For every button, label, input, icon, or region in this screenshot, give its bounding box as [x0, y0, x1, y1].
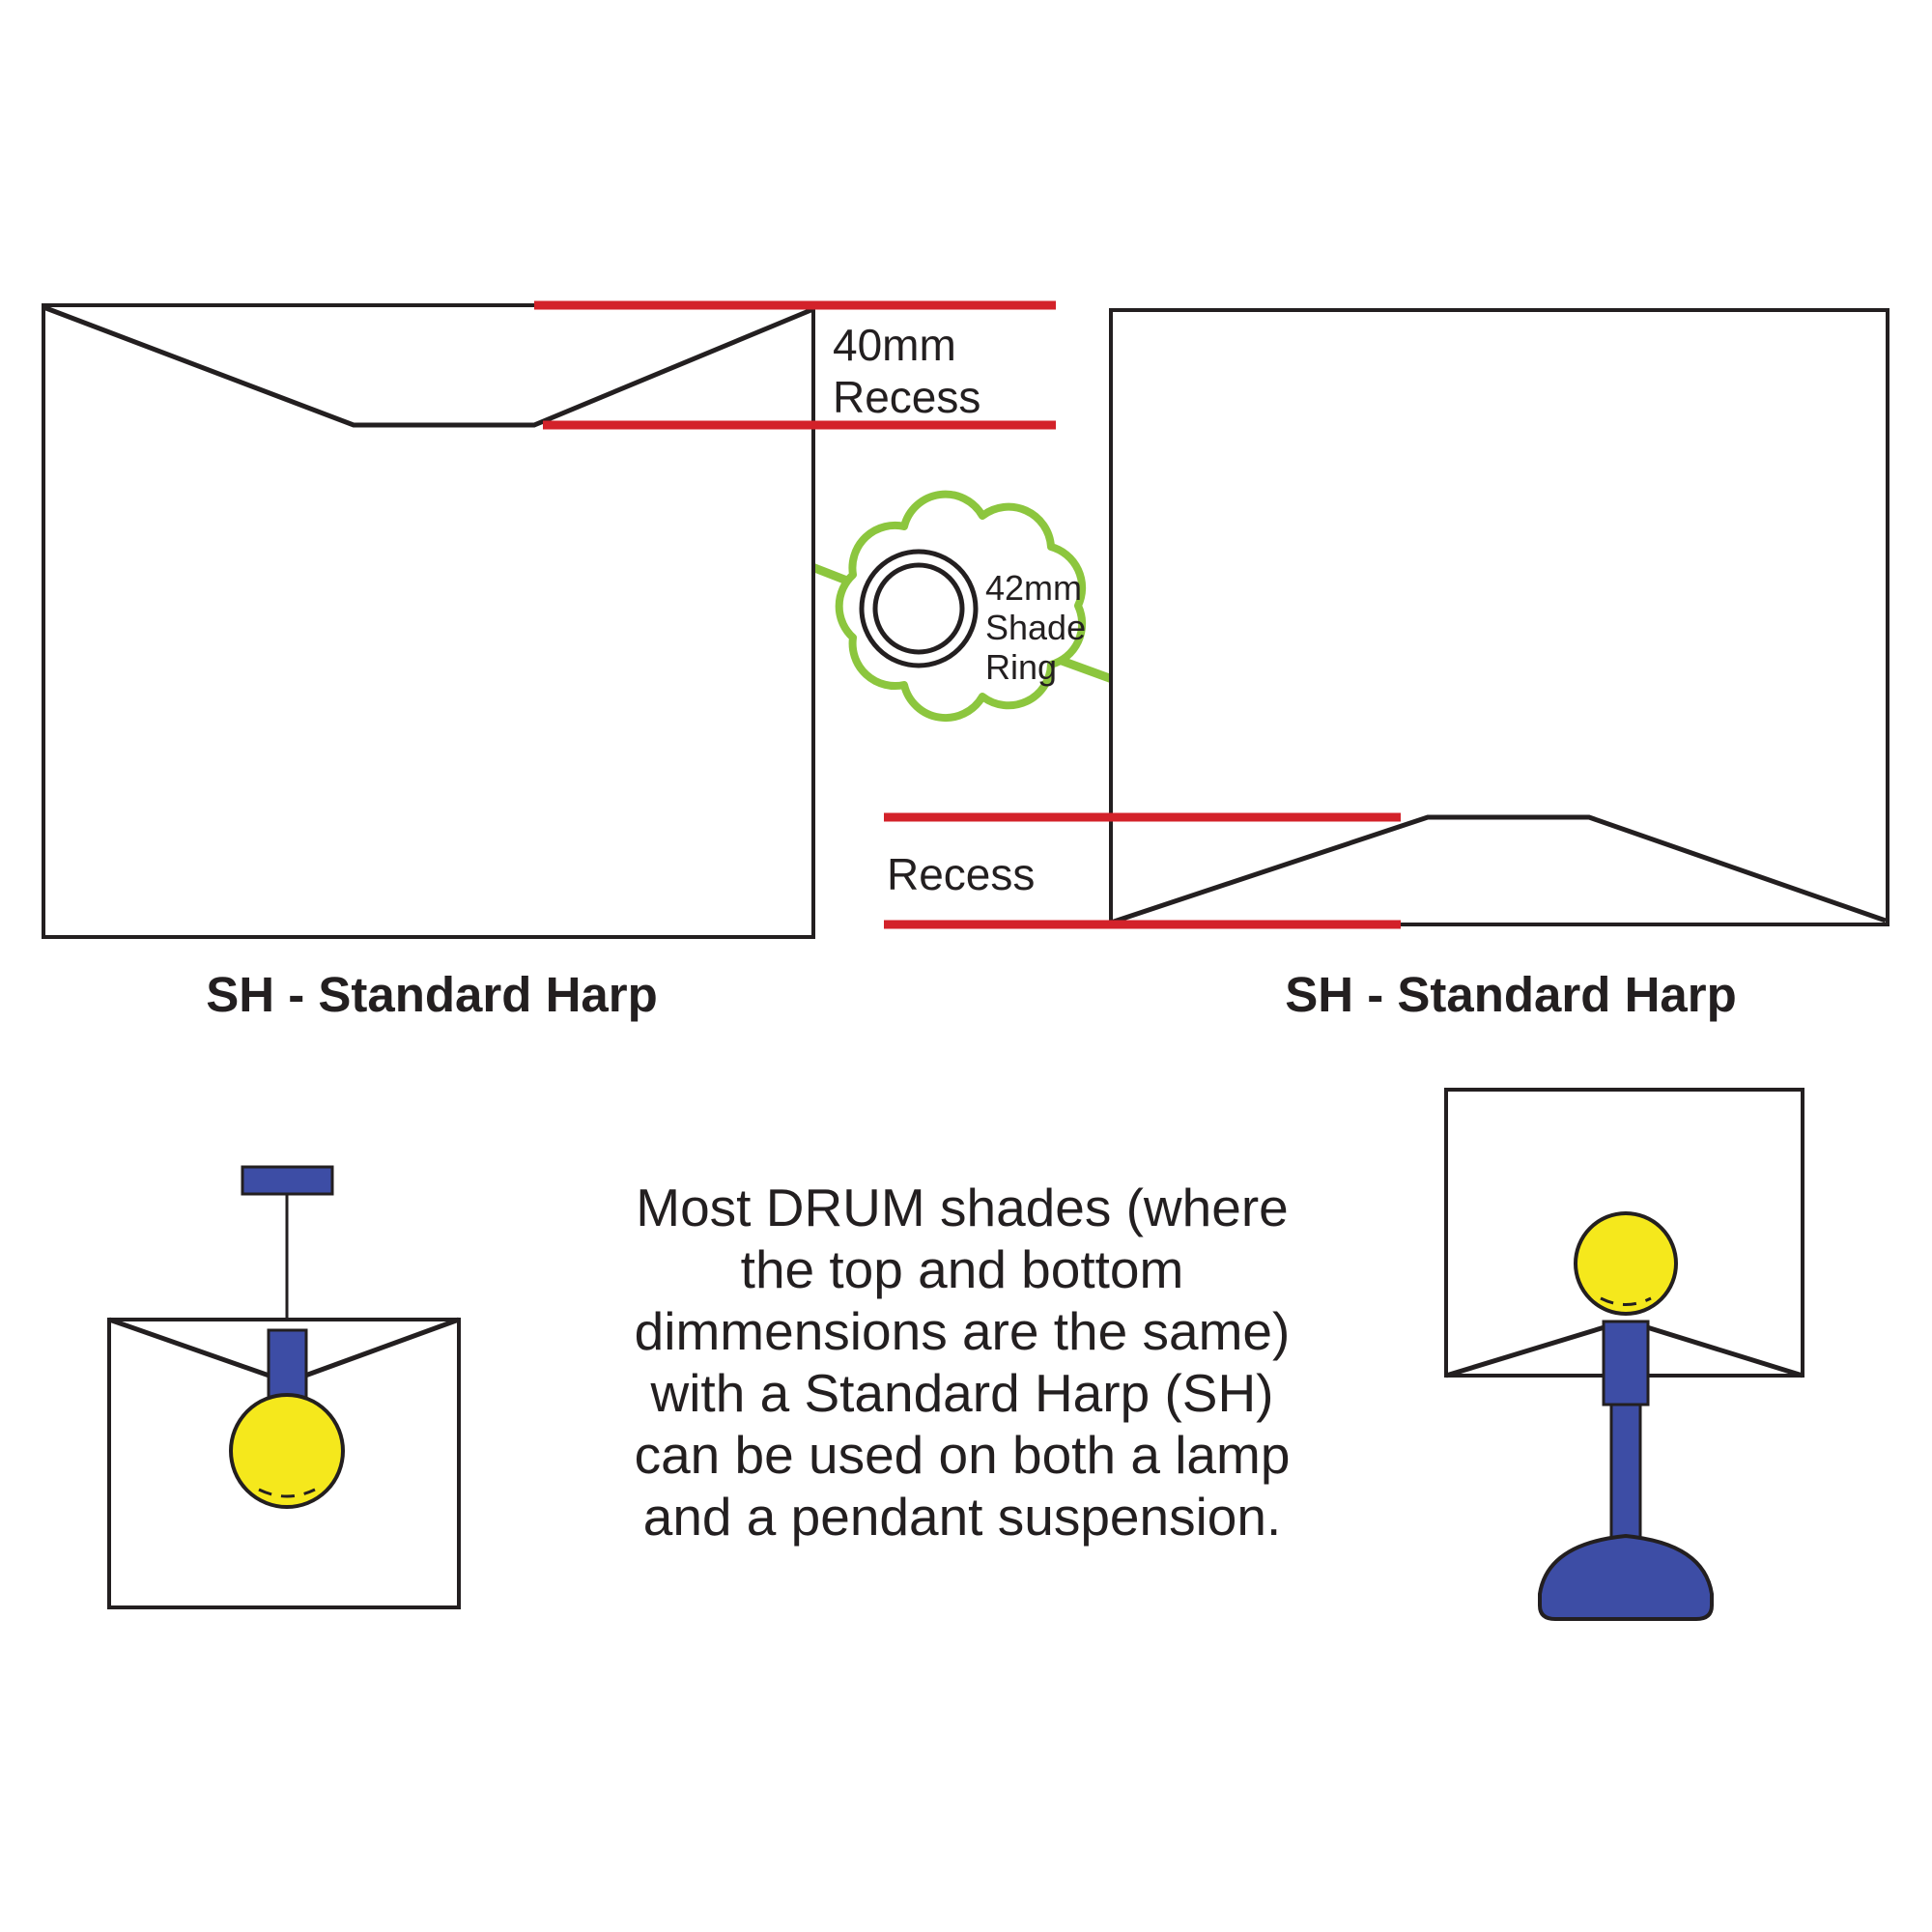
table-bulb-detail — [1600, 1296, 1652, 1306]
left-recess-label-line2: Recess — [833, 372, 981, 422]
description-line-2: the top and bottom — [740, 1239, 1184, 1299]
ceiling-mount — [241, 1165, 334, 1196]
description-line-4: with a Standard Harp (SH) — [650, 1363, 1274, 1423]
shade-ring-label-line3: Ring — [985, 647, 1058, 687]
description-line-3: dimmensions are the same) — [634, 1301, 1291, 1361]
right-shade-outline — [1109, 308, 1889, 926]
left-harp-recess-profile — [43, 304, 814, 428]
pendant-bulb-icon — [229, 1393, 345, 1509]
left-shade-group — [42, 300, 1056, 939]
right-recess-label: Recess — [887, 849, 1036, 899]
right-shade-group — [884, 308, 1889, 929]
shade-ring-label-line1: 42mm — [985, 568, 1083, 608]
pendant-bulb-detail — [258, 1488, 316, 1498]
right-diagram-caption: SH - Standard Harp — [1285, 967, 1737, 1022]
description-line-6: and a pendant suspension. — [642, 1487, 1282, 1547]
left-recess-label: 40mm Recess — [833, 319, 980, 423]
left-recess-label-line1: 40mm — [833, 320, 956, 370]
table-harp-left — [1445, 1321, 1618, 1378]
table-lamp-socket — [1602, 1320, 1650, 1406]
right-harp-recess-profile — [1110, 814, 1887, 925]
shade-ring-inner-icon — [872, 562, 965, 655]
shade-ring-label: 42mm Shade Ring — [985, 568, 1086, 687]
description-text: Most DRUM shades (where the top and bott… — [635, 1177, 1291, 1548]
table-bulb-icon — [1574, 1211, 1678, 1316]
left-shade-outline — [42, 303, 815, 939]
table-harp-right — [1634, 1321, 1804, 1378]
pendant-lamp-group — [107, 1165, 461, 1609]
shade-ring-label-line2: Shade — [985, 608, 1087, 647]
description-line-1: Most DRUM shades (where — [636, 1178, 1289, 1237]
shade-ring-callout-group — [835, 490, 1087, 723]
table-lamp-base — [1538, 1533, 1714, 1621]
pendant-socket — [267, 1328, 308, 1402]
left-diagram-caption: SH - Standard Harp — [206, 967, 658, 1022]
description-line-5: can be used on both a lamp — [634, 1425, 1291, 1485]
table-lamp-group — [1444, 1088, 1804, 1621]
pendant-harp-right — [294, 1317, 460, 1382]
table-lamp-stem — [1609, 1403, 1642, 1551]
pendant-harp-left — [108, 1317, 281, 1382]
